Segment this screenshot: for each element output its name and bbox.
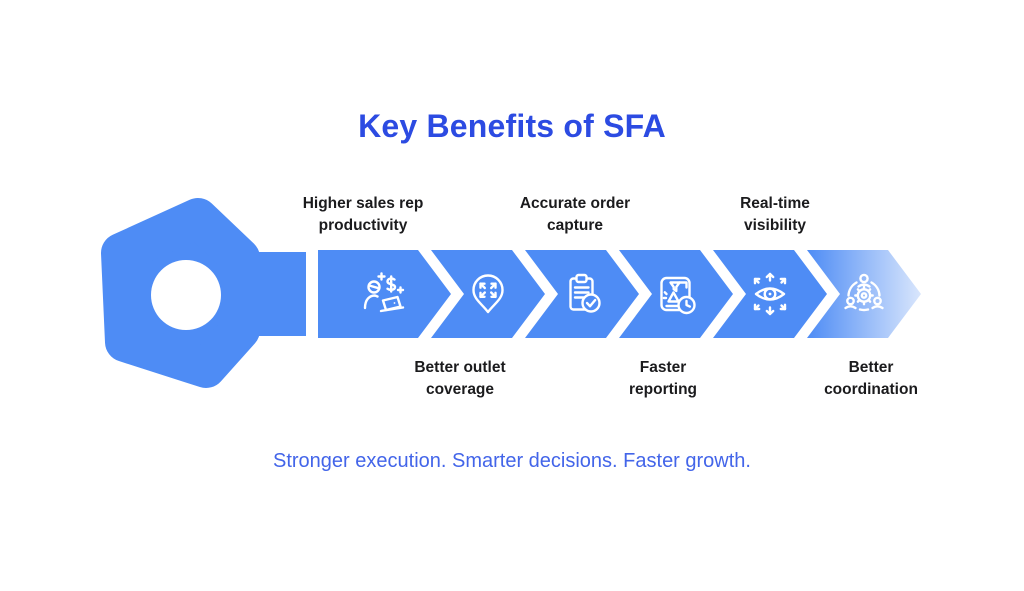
benefit-label-faster-reporting: Faster reporting — [628, 359, 698, 399]
segment-2 — [431, 250, 545, 338]
coordination-icon — [844, 273, 884, 312]
benefit-label-accurate-order-capture: Accurate order capture — [519, 195, 631, 235]
segment-4 — [619, 250, 733, 338]
benefit-label-better-coordination: Better coordination — [824, 359, 918, 399]
benefit-label-real-time-visibility: Real-time visibility — [740, 195, 810, 235]
benefit-label-better-outlet-coverage: Better outlet coverage — [414, 359, 506, 399]
page-title: Key Benefits of SFA — [358, 108, 666, 144]
real-time-visibility-icon — [753, 272, 787, 316]
segment-3 — [525, 250, 639, 338]
outlet-coverage-icon — [472, 274, 504, 314]
faster-reporting-icon — [660, 276, 696, 315]
sales-rep-productivity-icon — [363, 272, 405, 313]
key-hole — [151, 260, 221, 330]
order-capture-icon — [569, 273, 601, 313]
benefit-label-higher-sales-rep-productivity: Higher sales rep productivity — [302, 195, 424, 235]
tagline: Stronger execution. Smarter decisions. F… — [273, 450, 751, 472]
key-neck — [252, 252, 306, 336]
key-head — [101, 198, 306, 388]
segment-1 — [318, 250, 451, 338]
